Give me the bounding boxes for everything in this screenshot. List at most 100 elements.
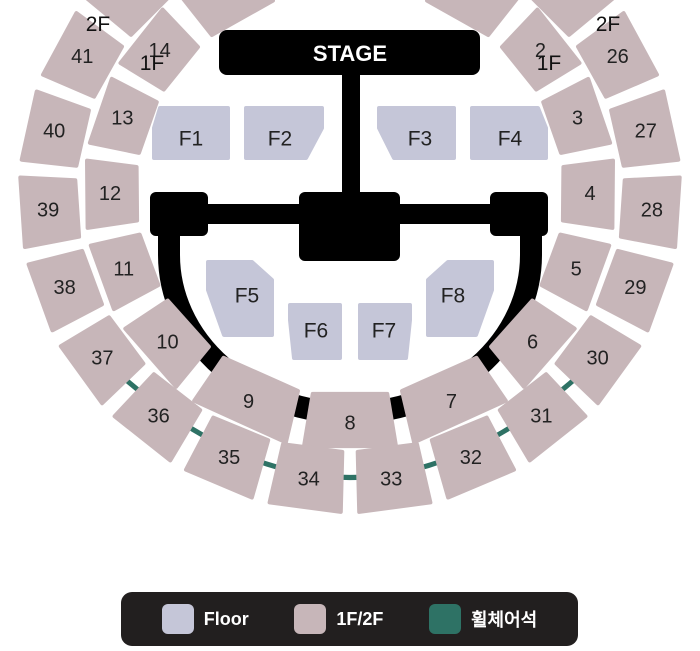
section-f4-label: F4 — [498, 128, 523, 151]
section-37[interactable]: 37 — [58, 315, 146, 406]
section-37-label: 37 — [91, 348, 113, 370]
section-33[interactable]: 33 — [355, 442, 433, 514]
section-40-label: 40 — [43, 121, 65, 143]
section-42[interactable]: 42 — [85, 0, 172, 37]
legend-swatch-seat — [294, 604, 327, 634]
level-label-left-1f: 1F — [140, 52, 165, 75]
section-f1-shape — [152, 106, 230, 160]
section-25[interactable]: 25 — [528, 0, 615, 37]
section-34-shape — [267, 442, 345, 514]
legend-label-seat: 1F/2F — [336, 608, 384, 629]
section-3-label: 3 — [572, 108, 583, 130]
section-13-label: 13 — [111, 108, 133, 130]
section-4[interactable]: 4 — [560, 158, 615, 230]
section-11[interactable]: 11 — [88, 232, 161, 312]
section-f7[interactable]: F7 — [358, 303, 412, 360]
section-30[interactable]: 30 — [554, 315, 642, 406]
section-8[interactable]: 8 — [302, 391, 398, 449]
section-f6[interactable]: F6 — [288, 303, 342, 360]
section-f1[interactable]: F1 — [152, 106, 230, 160]
legend-item-seat: 1F/2F — [294, 604, 383, 634]
section-27-shape — [609, 89, 681, 168]
section-28[interactable]: 28 — [618, 175, 682, 249]
section-5-label: 5 — [571, 258, 582, 280]
section-40[interactable]: 40 — [19, 89, 91, 168]
section-34[interactable]: 34 — [267, 442, 345, 514]
section-35[interactable]: 35 — [184, 415, 271, 500]
legend-label-floor: Floor — [203, 608, 249, 629]
section-9[interactable]: 9 — [192, 355, 300, 445]
section-f3-shape — [377, 106, 456, 160]
section-12-label: 12 — [99, 183, 121, 205]
section-f7-label: F7 — [372, 320, 397, 343]
section-f8-label: F8 — [441, 285, 466, 308]
section-26[interactable]: 26 — [576, 11, 659, 99]
section-3-shape — [541, 76, 613, 155]
section-30-label: 30 — [586, 348, 608, 370]
section-14-label: 14 — [148, 40, 170, 62]
section-13[interactable]: 13 — [87, 76, 159, 155]
section-31[interactable]: 31 — [497, 372, 588, 463]
section-f3-label: F3 — [408, 128, 433, 151]
section-1-label: 1 — [466, 0, 477, 4]
section-36-shape — [112, 372, 203, 463]
section-f3[interactable]: F3 — [377, 106, 456, 160]
section-27[interactable]: 27 — [609, 89, 681, 168]
section-38-label: 38 — [53, 277, 75, 299]
section-6[interactable]: 6 — [489, 298, 577, 389]
section-41[interactable]: 41 — [41, 11, 124, 99]
section-15-shape — [181, 0, 275, 37]
section-32[interactable]: 32 — [429, 415, 516, 500]
section-29[interactable]: 29 — [596, 248, 674, 333]
section-3[interactable]: 3 — [541, 76, 613, 155]
section-f2-shape — [244, 106, 324, 160]
section-25-shape — [531, 0, 615, 37]
section-11-label: 11 — [113, 258, 134, 280]
section-f6-shape — [288, 303, 342, 360]
section-10[interactable]: 10 — [123, 298, 211, 389]
legend-item-floor: Floor — [161, 604, 249, 634]
section-26-shape — [576, 11, 659, 99]
section-f5-shape — [206, 260, 274, 337]
section-7[interactable]: 7 — [400, 355, 508, 445]
section-f2[interactable]: F2 — [244, 106, 324, 160]
section-36[interactable]: 36 — [112, 372, 203, 463]
section-30-shape — [554, 315, 642, 406]
section-35-label: 35 — [218, 447, 240, 469]
section-2[interactable]: 2 — [500, 7, 582, 92]
section-33-shape — [355, 442, 433, 514]
section-14[interactable]: 14 — [118, 7, 200, 92]
section-14-shape — [118, 7, 200, 92]
section-40-shape — [19, 89, 91, 168]
section-f8[interactable]: F8 — [426, 260, 494, 337]
section-39-shape — [18, 175, 82, 249]
section-15[interactable]: 15 — [180, 0, 275, 37]
section-f5[interactable]: F5 — [206, 260, 274, 337]
section-f6-label: F6 — [304, 320, 329, 343]
section-5[interactable]: 5 — [539, 232, 612, 312]
section-41-shape — [41, 11, 124, 99]
section-9-shape — [192, 355, 300, 445]
section-f4-shape — [470, 106, 548, 160]
legend-item-wheelchair: 휠체어석 — [428, 604, 537, 634]
section-7-shape — [400, 355, 508, 445]
section-39[interactable]: 39 — [18, 175, 82, 249]
section-38[interactable]: 38 — [26, 248, 104, 333]
section-4-label: 4 — [584, 183, 595, 205]
section-f4[interactable]: F4 — [470, 106, 548, 160]
section-2-shape — [500, 7, 582, 92]
section-1[interactable]: 1 — [425, 0, 520, 37]
section-12[interactable]: 12 — [85, 158, 140, 230]
section-25-label: 25 — [558, 0, 580, 4]
section-32-shape — [429, 415, 516, 500]
section-41-label: 41 — [71, 46, 93, 68]
section-f2-label: F2 — [268, 128, 293, 151]
first-floor-sections: 123456789101112131415 — [85, 0, 615, 449]
stage-block: STAGE F.O.H — [150, 30, 548, 424]
level-label-right-1f: 1F — [537, 52, 562, 75]
section-27-label: 27 — [635, 121, 657, 143]
section-29-label: 29 — [624, 277, 646, 299]
level-label-right-2f: 2F — [596, 13, 621, 36]
section-31-shape — [497, 372, 588, 463]
